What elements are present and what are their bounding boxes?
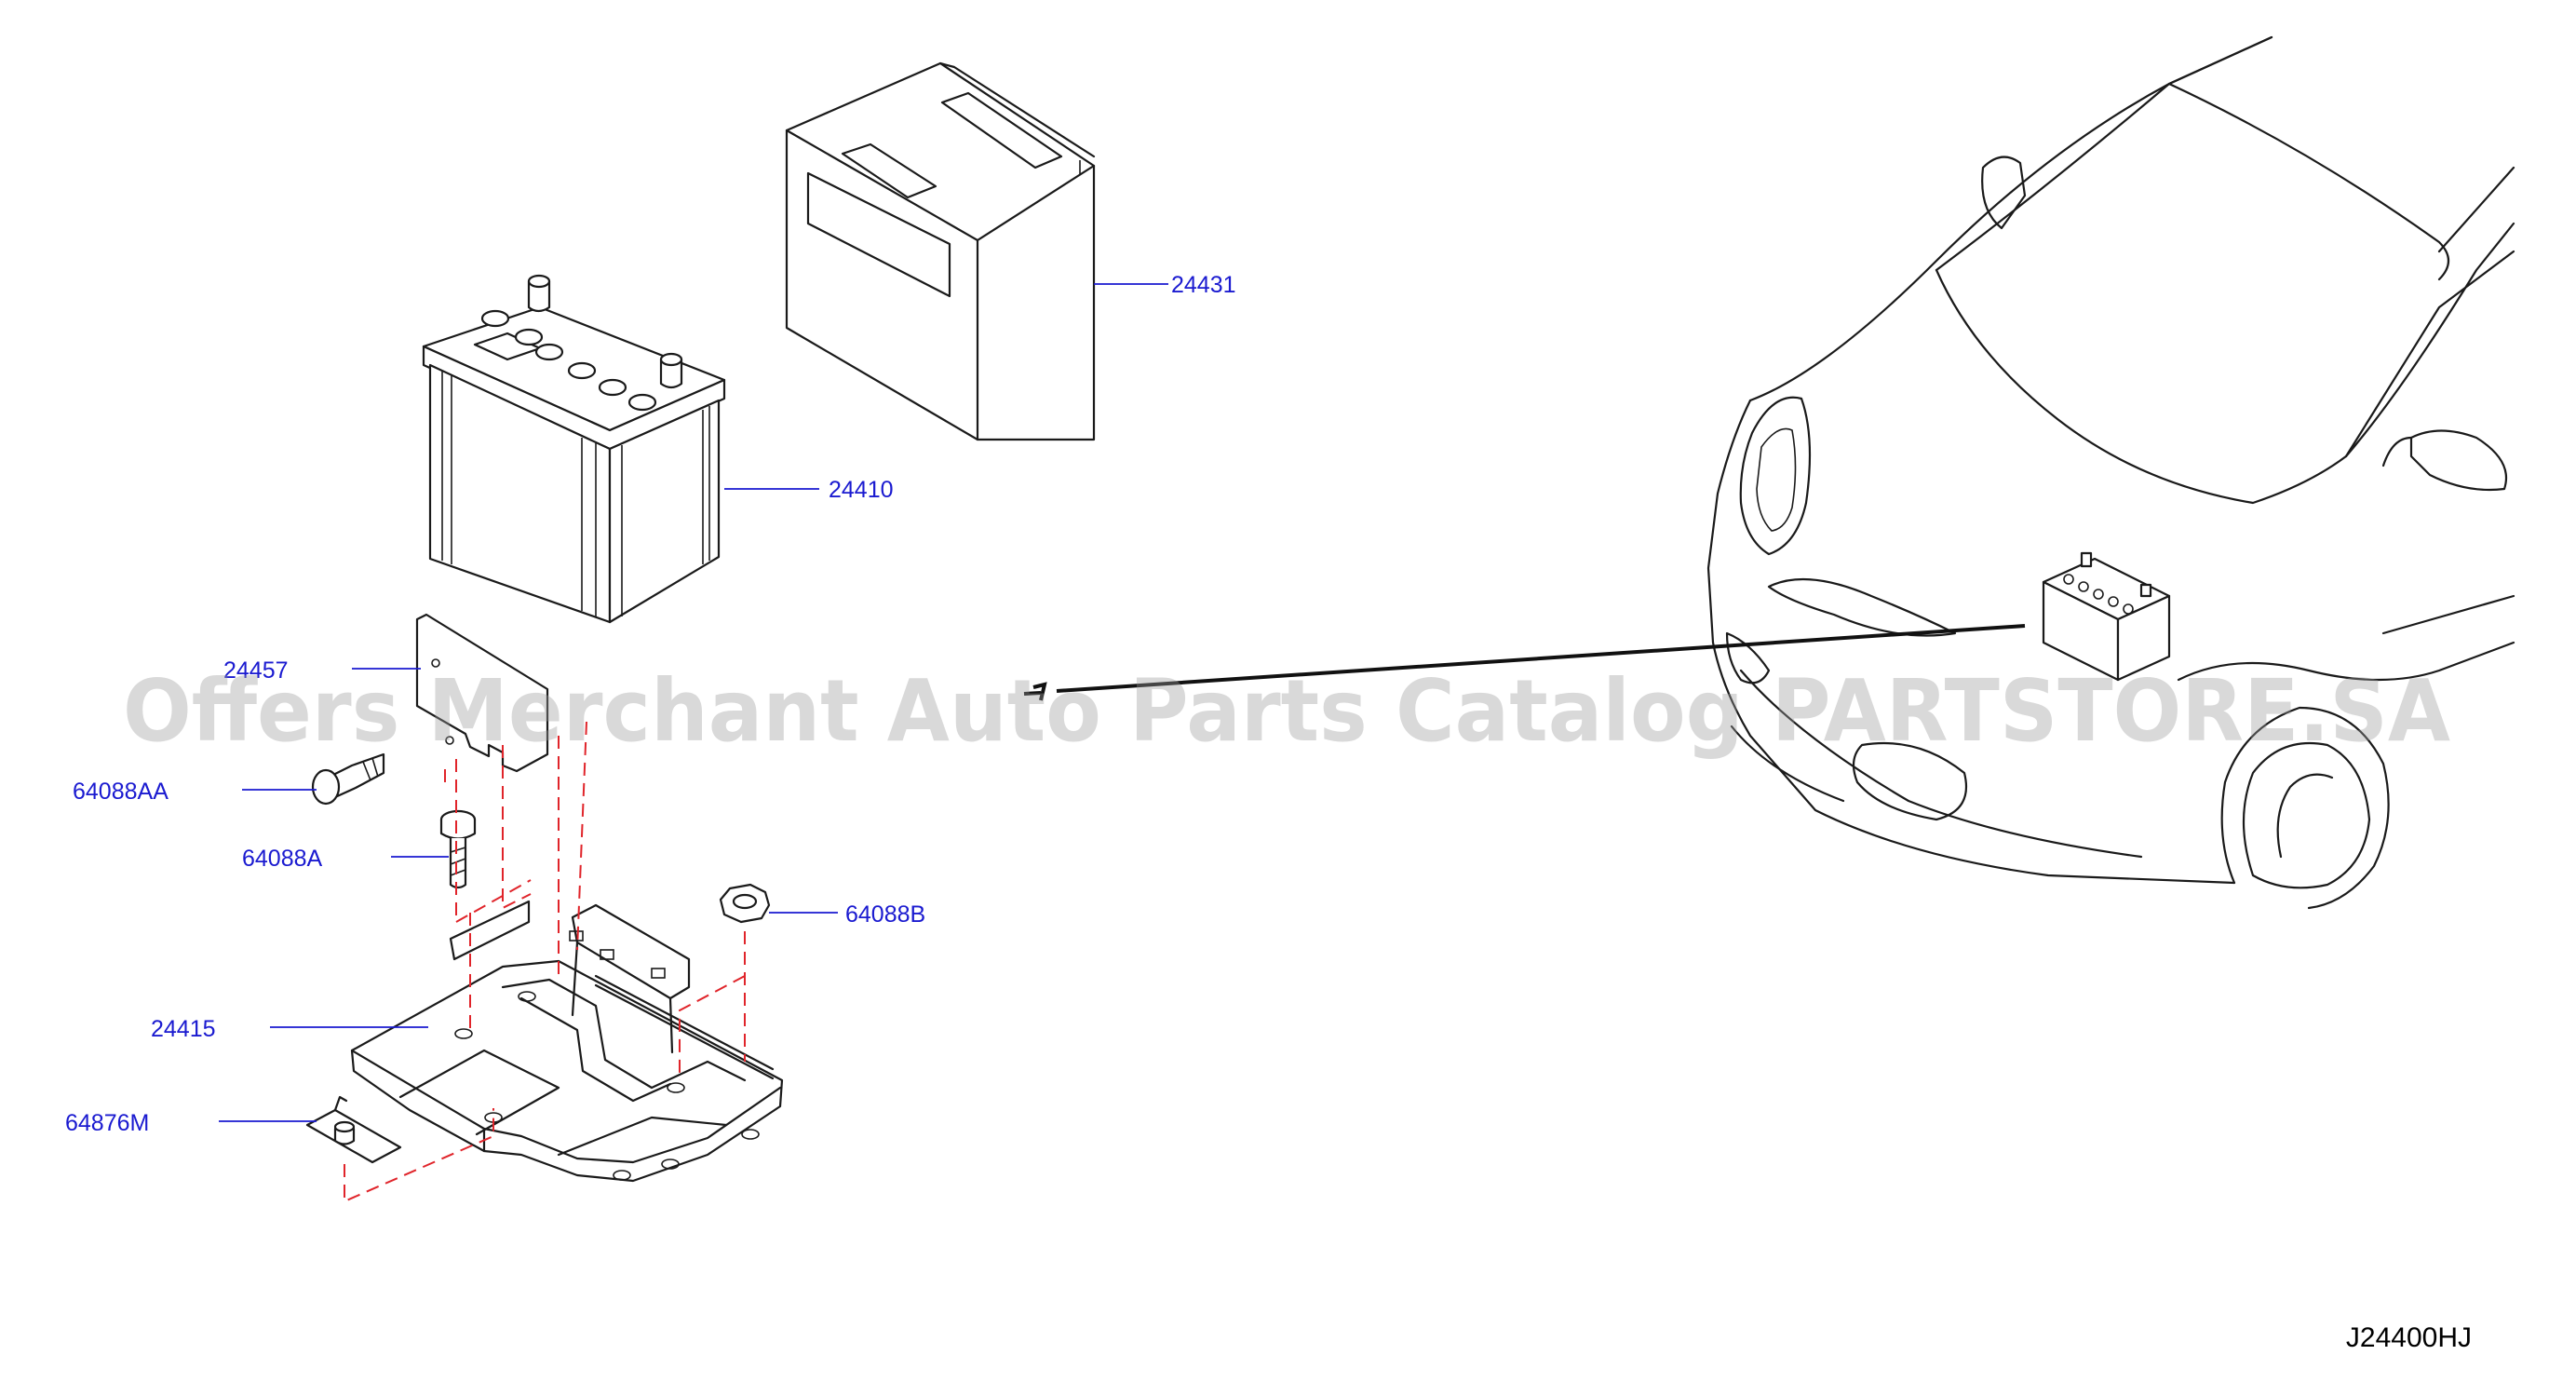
diagram-code: J24400HJ: [2346, 1322, 2472, 1353]
part-label-64088B: 64088B: [845, 901, 925, 928]
location-arrow: [1023, 624, 2026, 701]
part-label-24457: 24457: [223, 657, 289, 684]
assembly-guide-lines: [344, 721, 746, 1203]
battery-drawing[interactable]: [422, 274, 726, 624]
part-label-64088A: 64088A: [242, 846, 323, 872]
bolt-64088AA-drawing[interactable]: [311, 752, 385, 806]
part-label-24415: 24415: [151, 1016, 216, 1042]
clip-64876M-drawing[interactable]: [305, 1095, 402, 1164]
part-label-64876M: 64876M: [65, 1110, 149, 1136]
leader-lines: [219, 283, 1168, 1122]
part-label-64088AA: 64088AA: [73, 779, 169, 805]
battery-cover-drawing[interactable]: [785, 61, 1096, 441]
vehicle-outline-drawing: [1706, 35, 2515, 910]
battery-tray-drawing[interactable]: [350, 900, 784, 1183]
part-label-24431: 24431: [1171, 272, 1236, 298]
part-label-24410: 24410: [829, 477, 894, 503]
watermark-text: Offers Merchant Auto Parts Catalog PARTS…: [123, 661, 2450, 761]
bolt-64088A-drawing[interactable]: [439, 809, 477, 889]
nut-64088B-drawing[interactable]: [719, 883, 771, 924]
